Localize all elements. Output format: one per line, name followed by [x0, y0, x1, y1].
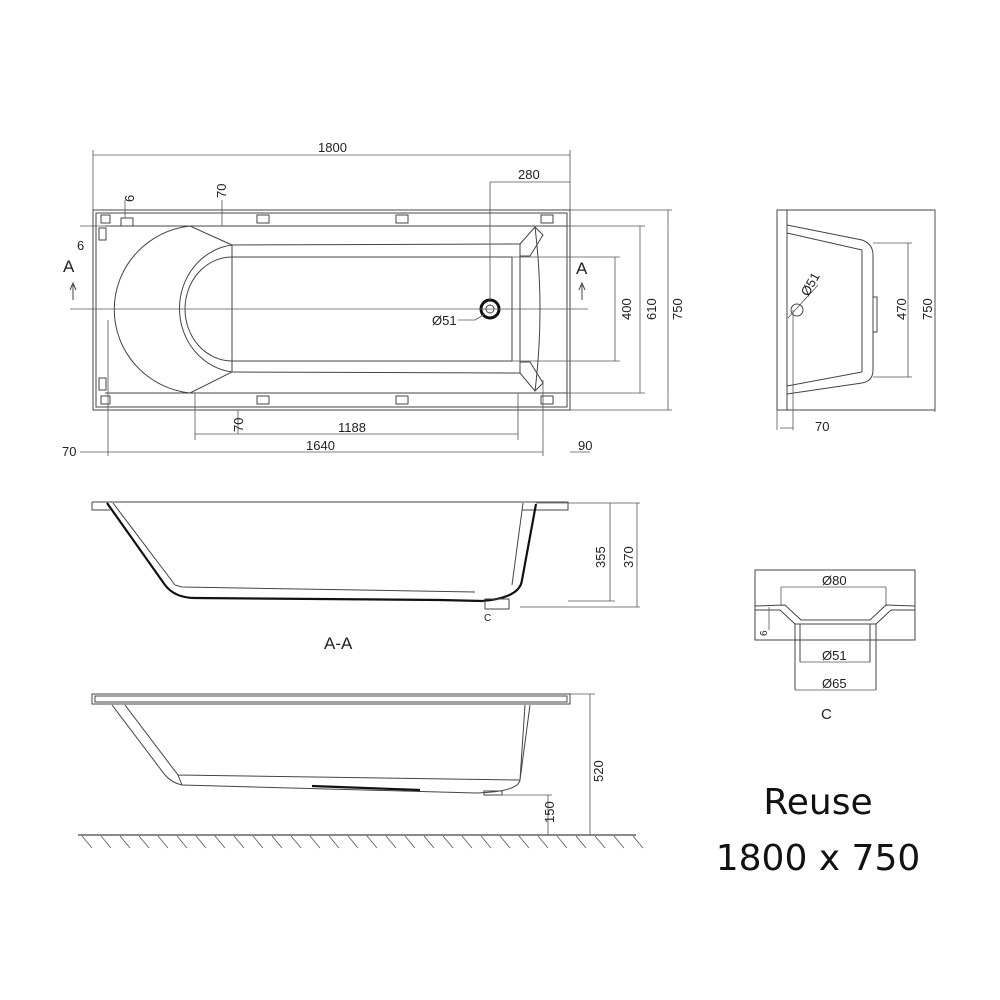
detail-marker-c: C — [484, 613, 491, 624]
floor-hatch-line — [347, 835, 359, 849]
floor-hatch-line — [309, 835, 321, 849]
side-view: Ø51 470 750 70 — [776, 209, 936, 434]
floor-hatch-line — [442, 835, 454, 849]
floor-hatch-line — [556, 835, 568, 849]
floor-hatch-line — [385, 835, 397, 849]
dim-1188: 1188 — [338, 420, 366, 435]
floor-hatch-line — [290, 835, 302, 849]
elev-dim-520: 520 — [591, 760, 606, 782]
floor-hatch-line — [613, 835, 625, 849]
section-aa: 355 370 C A-A — [91, 501, 640, 653]
detail-dim-80: Ø80 — [822, 573, 847, 588]
dim-6-left: 6 — [77, 238, 84, 253]
section-label-aa: A-A — [324, 634, 353, 653]
aa-dim-370: 370 — [621, 546, 636, 568]
side-dim-drain: Ø51 — [798, 270, 823, 299]
side-dim-470: 470 — [894, 298, 909, 320]
dim-1640: 1640 — [306, 438, 335, 453]
floor-hatch-line — [537, 835, 549, 849]
floor-hatch-line — [594, 835, 606, 849]
section-marker-left: A — [63, 257, 75, 276]
detail-c: Ø80 Ø51 Ø65 6 C — [754, 569, 916, 723]
top-view: 1800 280 70 6 6 750 610 400 70 1188 1640… — [62, 140, 685, 459]
floor-hatch-line — [461, 835, 473, 849]
dim-drain: Ø51 — [432, 313, 457, 328]
aa-dim-355: 355 — [593, 546, 608, 568]
detail-dim-65: Ø65 — [822, 676, 847, 691]
dim-750: 750 — [670, 298, 685, 320]
dim-610: 610 — [644, 298, 659, 320]
floor-hatch-line — [119, 835, 131, 849]
floor-hatch-line — [328, 835, 340, 849]
floor-hatch-line — [518, 835, 530, 849]
floor-hatch-line — [100, 835, 112, 849]
floor-hatch-line — [195, 835, 207, 849]
detail-dim-6: 6 — [759, 630, 770, 636]
dim-6-top: 6 — [122, 195, 137, 202]
floor-hatch-line — [271, 835, 283, 849]
dim-70-top: 70 — [214, 184, 229, 198]
side-dim-70: 70 — [815, 419, 829, 434]
floor-hatch-line — [252, 835, 264, 849]
floor-hatch-line — [214, 835, 226, 849]
floor-hatch-line — [404, 835, 416, 849]
dim-70-left: 70 — [62, 444, 76, 459]
floor-hatch-line — [423, 835, 435, 849]
dim-1800: 1800 — [318, 140, 347, 155]
floor-hatch-line — [176, 835, 188, 849]
side-dim-750: 750 — [920, 298, 935, 320]
floor-hatch-line — [81, 835, 93, 849]
floor-hatch-line — [366, 835, 378, 849]
floor-hatch-line — [233, 835, 245, 849]
floor-hatch-line — [138, 835, 150, 849]
dim-70-bottom: 70 — [231, 418, 246, 432]
product-size: 1800 x 750 — [716, 838, 921, 879]
detail-label-c: C — [821, 706, 832, 723]
section-marker-right: A — [576, 259, 588, 278]
floor-hatch-line — [480, 835, 492, 849]
elev-dim-150: 150 — [542, 801, 557, 823]
detail-dim-51: Ø51 — [822, 648, 847, 663]
floor-hatch-line — [575, 835, 587, 849]
dim-400: 400 — [619, 298, 634, 320]
dim-90-right: 90 — [578, 438, 592, 453]
product-name: Reuse — [763, 782, 872, 823]
floor-hatch-line — [632, 835, 644, 849]
elevation: 520 150 — [78, 693, 644, 849]
dim-280: 280 — [518, 167, 540, 182]
floor-hatch-line — [157, 835, 169, 849]
floor-hatch-line — [499, 835, 511, 849]
